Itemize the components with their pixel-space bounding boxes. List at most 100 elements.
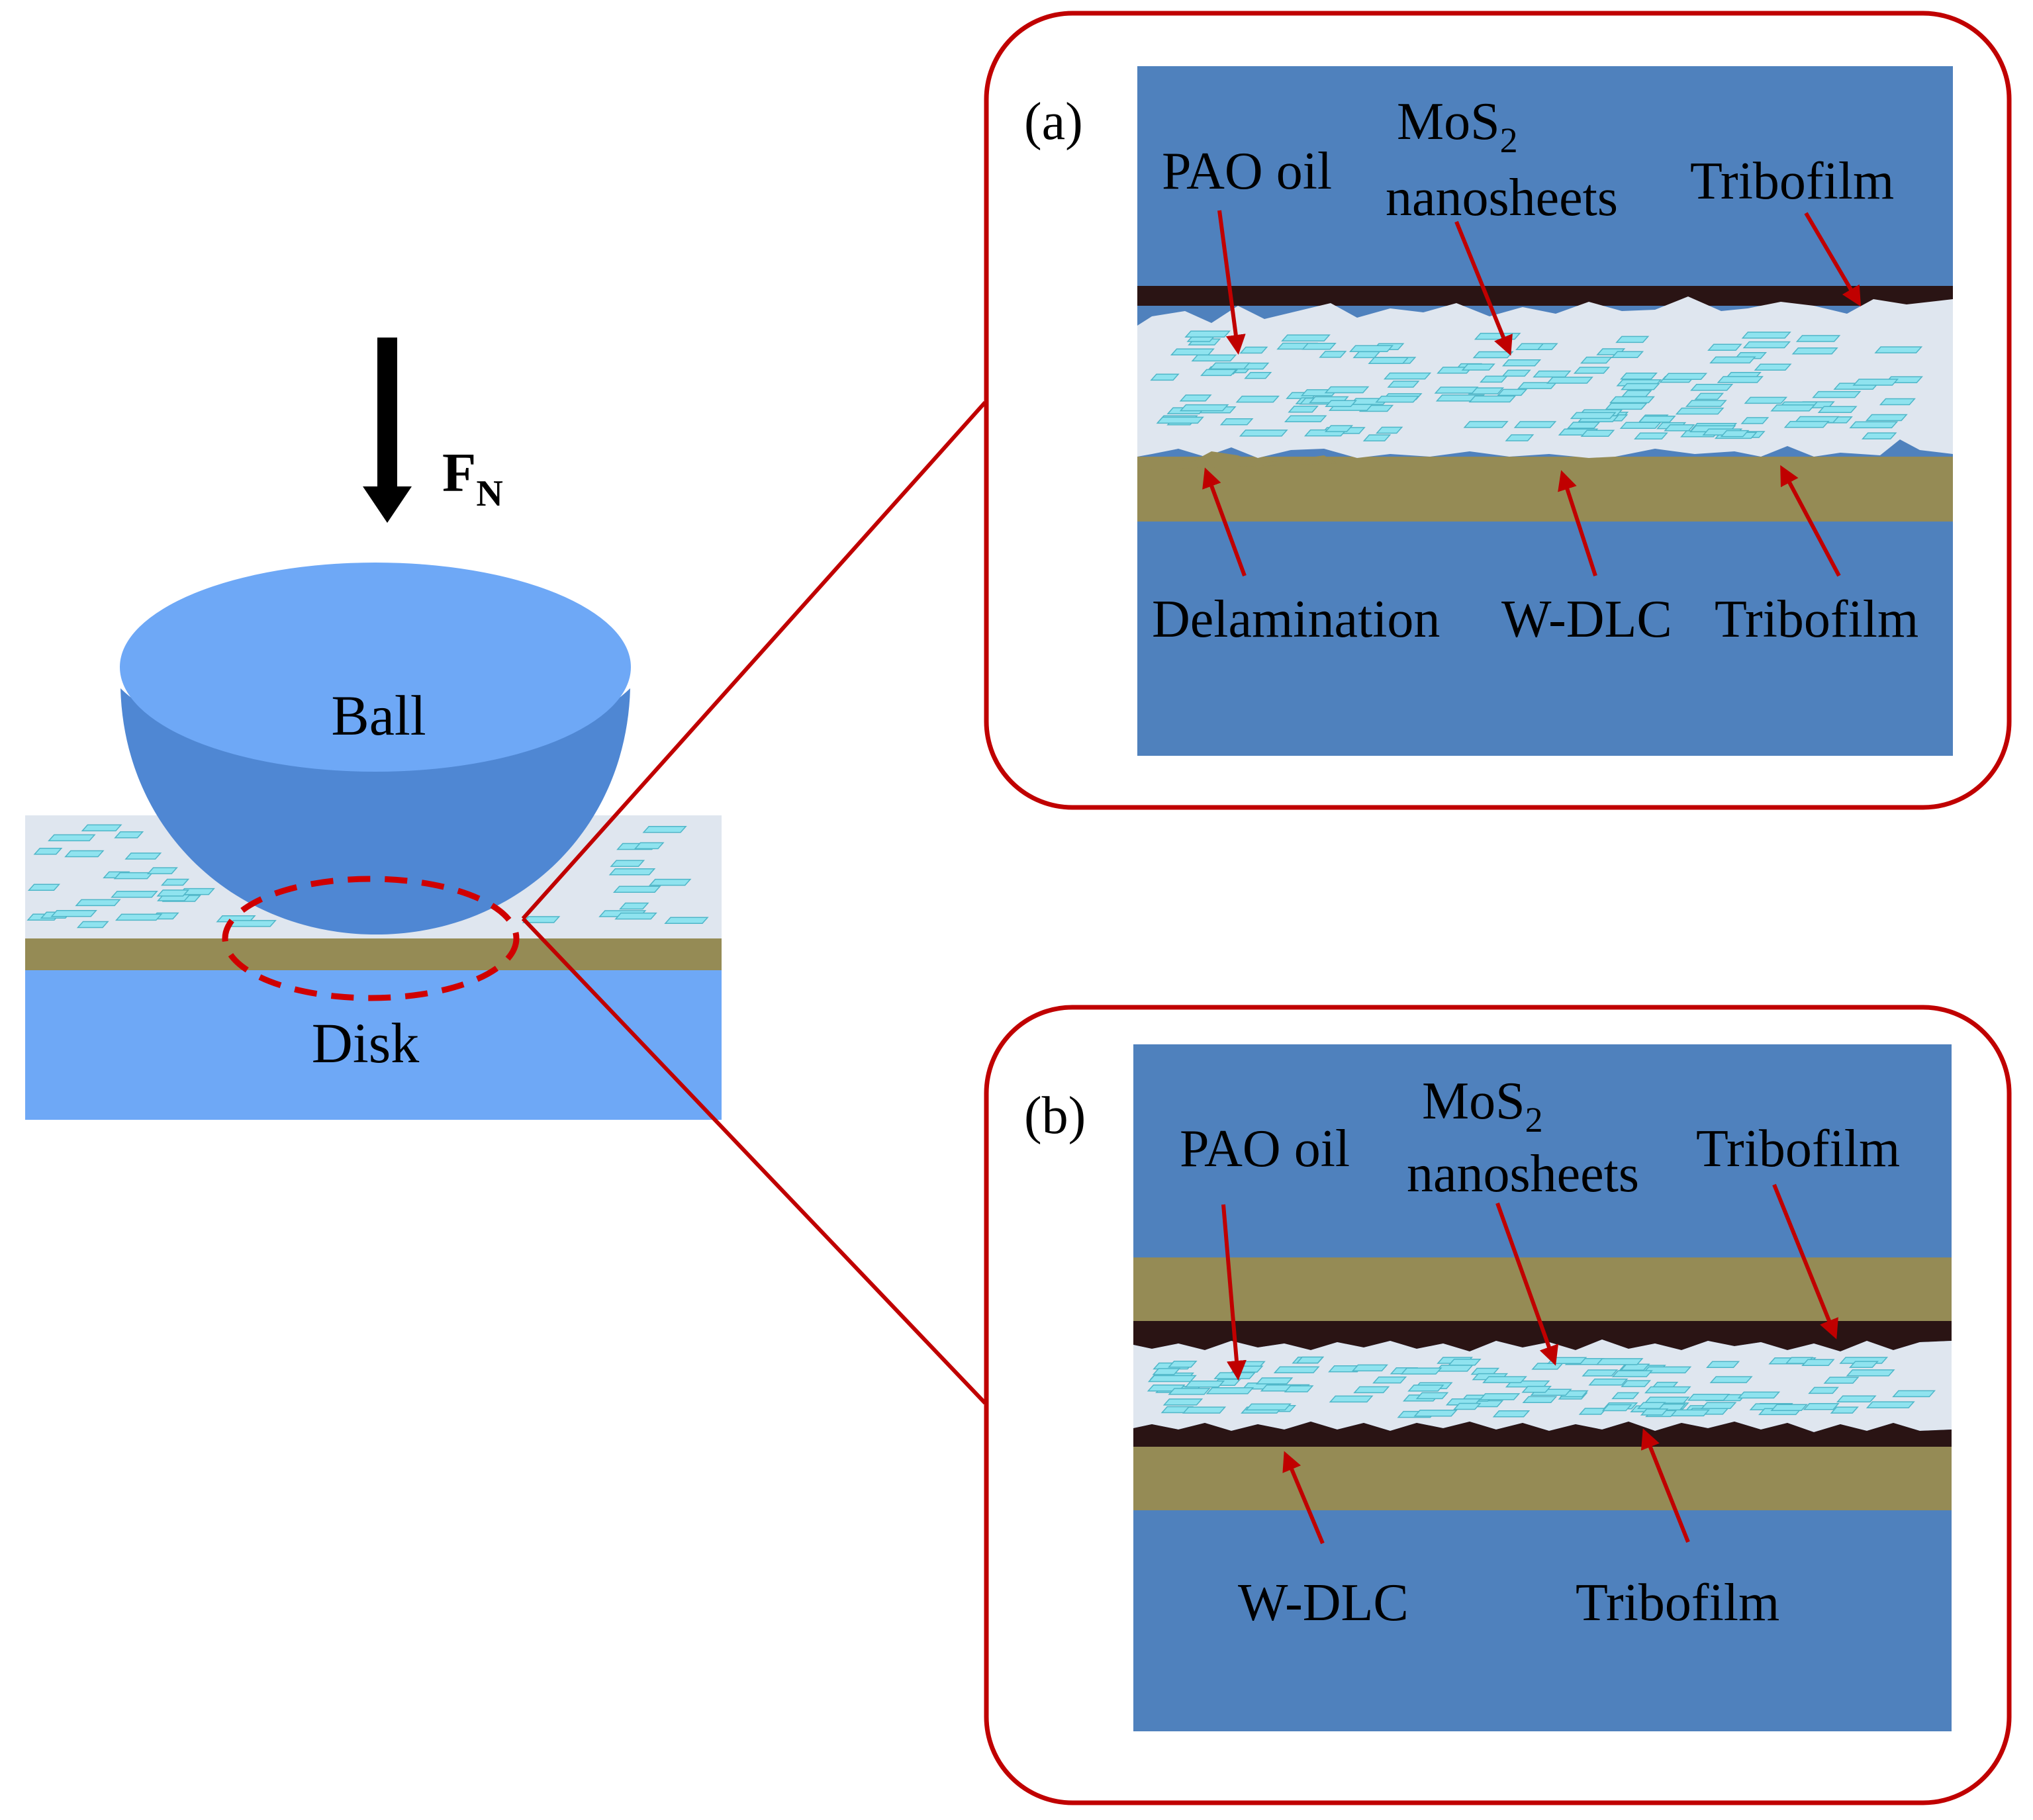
mos2-flake: [1284, 415, 1327, 423]
mos2-flake: [1239, 430, 1288, 437]
mos2-flake: [1168, 1388, 1211, 1395]
mos2-flake: [1619, 422, 1662, 429]
mos2-flake: [1413, 1410, 1458, 1417]
mos2-flake: [1675, 407, 1725, 415]
mos2-flake: [1582, 1369, 1619, 1377]
panel-a-tribofilm-bottom-arrow: [1780, 465, 1841, 577]
mos2-flake: [642, 825, 687, 833]
mos2-flake: [1209, 362, 1251, 370]
mos2-flake: [1620, 1363, 1650, 1371]
mos2-flake: [1348, 345, 1394, 353]
mos2-flake: [1501, 359, 1542, 367]
mos2-flake: [1368, 357, 1409, 364]
mos2-flake: [1717, 376, 1764, 383]
force-label: FN: [442, 442, 503, 514]
mos2-flake: [1706, 1361, 1740, 1369]
mos2-flake: [1244, 372, 1272, 379]
mos2-flake: [76, 921, 109, 929]
mos2-flake: [1206, 1387, 1254, 1394]
mos2-flake: [1245, 1403, 1292, 1411]
mos2-flake: [1573, 367, 1611, 374]
panel-a-nanosheets-label: nanosheets: [1386, 169, 1618, 227]
mos2-flake: [1517, 382, 1558, 389]
mos2-flake: [1874, 346, 1923, 353]
mos2-flake: [226, 920, 277, 927]
mos2-flake: [1846, 1369, 1895, 1377]
mos2-flake: [1387, 381, 1420, 388]
ball-on-disk-setup: FN Ball Disk: [25, 338, 722, 1120]
mos2-flake: [1167, 1361, 1198, 1368]
mos2-flake: [1685, 400, 1727, 407]
mos2-flake: [1505, 434, 1535, 441]
mos2-flake: [1184, 330, 1231, 338]
mos2-flake: [1463, 421, 1509, 428]
mos2-flake: [1861, 432, 1897, 439]
mos2-flake: [1621, 383, 1660, 390]
mos2-flake: [1273, 1366, 1320, 1374]
mos2-flake: [81, 824, 122, 832]
mos2-flake: [1319, 351, 1347, 358]
mos2-flake: [64, 850, 105, 858]
panel-b-wdlc-bottom: [1133, 1447, 1952, 1510]
mos2-flake: [1849, 421, 1899, 429]
mos2-flake: [1605, 402, 1648, 410]
mos2-flake: [1852, 379, 1899, 386]
mos2-flake: [1325, 400, 1358, 408]
panel-a-mos2-arrow: [1454, 220, 1513, 356]
mos2-flake: [1694, 392, 1725, 400]
mos2-flake: [1638, 416, 1676, 423]
mos2-flake: [1152, 1368, 1181, 1375]
mos2-flake: [1620, 373, 1658, 380]
mos2-flake: [1580, 356, 1613, 364]
contact-zone-ellipse: [222, 876, 520, 1001]
panel-a-tribofilm-top: [1137, 286, 1953, 306]
panel-a-delamination-bumps: [1137, 451, 1337, 470]
mos2-flake: [1570, 412, 1617, 420]
mos2-flake: [1709, 1376, 1753, 1383]
mos2-flake: [1533, 370, 1572, 378]
normal-force-arrow: [363, 338, 412, 523]
panel-b-tag: (b): [1024, 1087, 1086, 1145]
mos2-flake: [1482, 1376, 1527, 1383]
mos2-flake: [160, 878, 190, 886]
mos2-flake: [1150, 373, 1180, 381]
mos2-flake: [1281, 334, 1331, 341]
mos2-flake: [1754, 363, 1792, 371]
mos2-flake: [1611, 1392, 1640, 1400]
mos2-flake: [1479, 1393, 1521, 1400]
mos2-flake: [1284, 1385, 1314, 1392]
mos2-flake: [1848, 1361, 1879, 1368]
mos2-flake: [1662, 373, 1708, 381]
mos2-flake: [115, 913, 163, 921]
mos2-flake: [1823, 1377, 1860, 1384]
panel-a-tribofilm-bottom-label: Tribofilm: [1715, 590, 1918, 649]
mos2-flake: [619, 902, 649, 910]
mos2-flake: [1791, 347, 1838, 355]
panel-a: (a) PAO oil MoS2 nanosheets Tribofilm De…: [984, 11, 2012, 810]
mos2-flake: [146, 867, 178, 874]
mos2-flake: [1609, 396, 1655, 404]
mos2-flake: [1664, 424, 1695, 432]
mos2-flake: [1522, 1396, 1558, 1404]
mos2-flake: [1162, 1398, 1204, 1406]
mos2-flake: [1644, 1386, 1691, 1394]
mos2-flake: [1191, 354, 1237, 362]
ball-label: Ball: [331, 684, 426, 747]
mos2-flake: [1288, 405, 1319, 413]
panel-a-tribofilm-top-label: Tribofilm: [1690, 152, 1894, 210]
mos2-flake: [1352, 351, 1381, 359]
panel-b-mos2-label: MoS2: [1422, 1072, 1543, 1140]
mos2-flake: [1812, 390, 1862, 398]
mos2-flake: [1179, 394, 1212, 402]
panel-b: (b) PAO oil MoS2 nanosheets Tribofilm W-…: [984, 1005, 2012, 1805]
mos2-flake: [1737, 1391, 1781, 1399]
mos2-flake: [1801, 1359, 1835, 1367]
mos2-flake: [1588, 1379, 1629, 1386]
mos2-flake: [1362, 434, 1392, 441]
mos2-flake: [1415, 1392, 1449, 1400]
mos2-flake: [1324, 386, 1370, 394]
mos2-flake: [27, 884, 61, 891]
panel-b-tribofilm-top-arrow: [1772, 1183, 1838, 1340]
mos2-flake: [1741, 332, 1791, 339]
